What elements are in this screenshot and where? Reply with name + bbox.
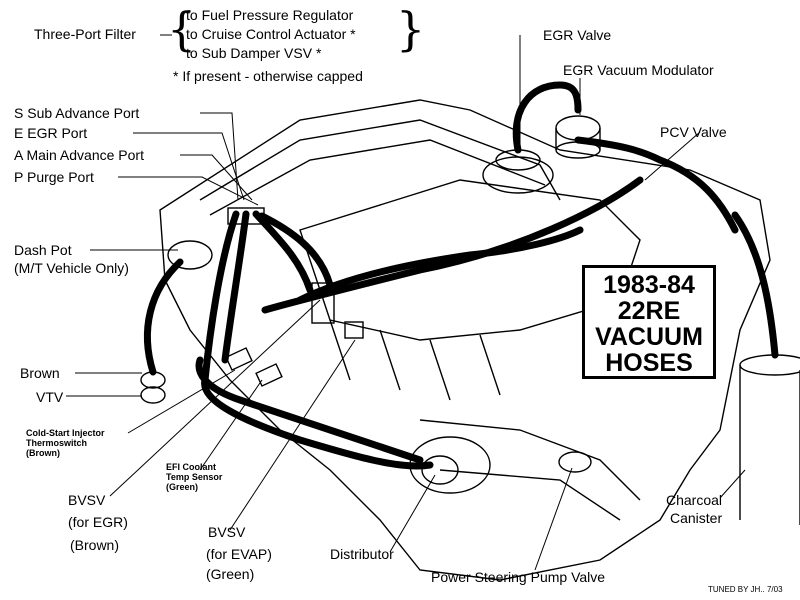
hose-upper-loop [296, 226, 584, 304]
if-present-note: * If present - otherwise capped [173, 68, 363, 84]
leader-charcoal [719, 469, 746, 499]
power-steering-pump-valve-label: Power Steering Pump Valve [431, 569, 606, 585]
leader-efi [199, 379, 263, 471]
block-lower [419, 419, 641, 521]
cruise-control-actuator-label: to Cruise Control Actuator * [186, 26, 356, 42]
leader-egr-port [133, 132, 245, 201]
purge-port-label: P Purge Port [14, 169, 94, 185]
charcoal-canister-label-2: Canister [670, 510, 723, 526]
filter-brace-right: } [396, 2, 426, 56]
bvsv-evap-label-3: (Green) [206, 566, 255, 582]
sub-advance-port-label: S Sub Advance Port [14, 105, 140, 121]
hose-egr-modulator [574, 136, 739, 234]
cold-start-label-2: Thermoswitch [26, 438, 88, 448]
three-port-filter-label: Three-Port Filter [34, 26, 136, 42]
egr-valve-label: EGR Valve [543, 27, 612, 43]
diagram-title-box: 1983-84 22RE VACUUM HOSES [582, 265, 716, 379]
hose-egr-port [221, 210, 250, 364]
distributor-label: Distributor [330, 546, 394, 562]
pcv-valve-label: PCV Valve [660, 124, 727, 140]
fuel-pressure-regulator-label: to Fuel Pressure Regulator [186, 7, 354, 23]
intake-runners [329, 319, 501, 401]
hose-purge [258, 212, 334, 289]
leader-bvsv-evap [229, 339, 356, 531]
hose-sub-advance [201, 210, 434, 470]
title-vacuum: VACUUM [595, 323, 703, 351]
leader-sub-advance [200, 112, 239, 201]
efi-coolant-label-2: Temp Sensor [166, 472, 223, 482]
dash-pot-label: Dash Pot [14, 242, 72, 258]
hose-distributor [195, 356, 424, 464]
dash-pot-sub-label: (M/T Vehicle Only) [14, 260, 129, 276]
main-advance-port-label: A Main Advance Port [14, 147, 144, 163]
charcoal-canister-body [739, 365, 800, 525]
filter-brace: { [167, 2, 197, 56]
egr-valve-body [482, 156, 554, 194]
hose-canister [731, 211, 779, 359]
bvsv-evap-body [255, 363, 283, 387]
egr-vacuum-modulator-label: EGR Vacuum Modulator [563, 62, 714, 78]
charcoal-canister-label-1: Charcoal [666, 492, 723, 508]
vtv-label: VTV [36, 389, 64, 405]
title-engine: 22RE [617, 297, 681, 325]
bvsv-egr-label-1: BVSV [68, 492, 106, 508]
brown-label: Brown [20, 365, 60, 381]
charcoal-canister-top [739, 354, 800, 376]
title-hoses: HOSES [605, 349, 693, 377]
leader-distributor [389, 474, 436, 553]
leader-ps-valve [534, 467, 573, 571]
dash-pot-body [167, 240, 213, 270]
cold-start-label-3: (Brown) [26, 448, 60, 458]
credit-text: TUNED BY JH.. 7/03 [708, 585, 783, 594]
leader-pcv [644, 131, 701, 181]
valve-cover-ridge-2 [209, 139, 546, 216]
vsv-bracket [311, 282, 335, 324]
bvsv-evap-label-2: (for EVAP) [206, 546, 272, 562]
leader-bvsv-egr [109, 299, 321, 497]
egr-port-label: E EGR Port [14, 125, 88, 141]
hose-dashpot-vtv [144, 258, 184, 376]
efi-coolant-label-3: (Green) [166, 482, 199, 492]
bvsv-egr-label-2: (for EGR) [68, 514, 128, 530]
efi-coolant-label-1: EFI Coolant [166, 462, 216, 472]
sub-damper-vsv-label: to Sub Damper VSV * [186, 45, 322, 61]
bvsv-egr-body [225, 347, 253, 371]
cold-start-label-1: Cold-Start Injector [26, 428, 105, 438]
valve-cover-ridge [199, 119, 561, 201]
egr-modulator-body [555, 115, 601, 141]
leader-purge [118, 176, 259, 206]
leader-cold-start [127, 369, 236, 434]
ps-pump-valve [558, 451, 592, 473]
bvsv-egr-label-3: (Brown) [70, 537, 120, 553]
leader-main-advance [180, 154, 253, 201]
title-years: 1983-84 [603, 271, 695, 299]
bvsv-evap-label-1: BVSV [208, 524, 246, 540]
hose-egr-valve [512, 81, 582, 154]
hose-main-advance [252, 210, 314, 294]
